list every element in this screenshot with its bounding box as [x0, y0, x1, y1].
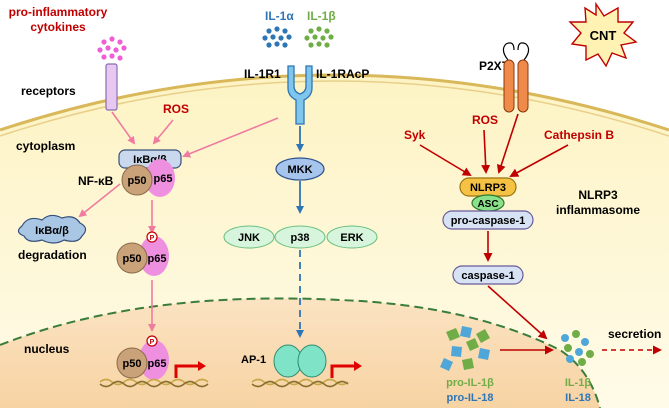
il1-receptor-icon: [287, 65, 313, 125]
ap1-subunit-b: [297, 344, 327, 378]
ap1-label: AP-1: [241, 354, 266, 366]
transcription-arrow-middle: [330, 364, 356, 378]
degraded-ikba-cloud: [17, 214, 87, 244]
mkk-label: MKK: [287, 164, 312, 176]
degradation-label: degradation: [18, 248, 87, 262]
receptors-label: receptors: [21, 84, 76, 98]
p50-protein: [121, 164, 153, 196]
transcription-arrowhead-left: [198, 361, 206, 371]
pro-caspase-label: pro-caspase-1: [451, 215, 526, 227]
p50-protein-2: [116, 242, 148, 274]
arrow-receptor-to-ikb: [111, 111, 136, 145]
asc-label: ASC: [477, 199, 498, 210]
pro-cytokine-cluster: [440, 326, 490, 371]
cytoplasm-label: cytoplasm: [16, 139, 75, 153]
phosphate-icon: [146, 231, 158, 243]
transcription-arrow-left: [174, 364, 200, 378]
il18-mature-label: IL-18: [565, 392, 591, 404]
p38-label: p38: [291, 232, 310, 244]
p65-protein: [145, 159, 175, 197]
p65-label-3: p65: [148, 358, 167, 370]
nuclear-envelope: [0, 297, 601, 408]
plasma-membrane-inner: [0, 80, 669, 137]
ros-left-label: ROS: [163, 102, 189, 116]
arrow-caspase-to-cleavage: [487, 285, 548, 340]
secretion-label: secretion: [608, 327, 661, 341]
jnk-node: [223, 225, 275, 249]
p50-label: p50: [128, 175, 147, 187]
cnt-label: CNT: [590, 28, 617, 43]
arrow-ros-to-nlrp3: [481, 129, 491, 174]
phosphate-label-2: P: [150, 339, 155, 346]
arrow-cathepsin-to-nlrp3: [509, 144, 569, 177]
cytokines-label: cytokines: [30, 20, 86, 34]
il1r1-label: IL-1R1: [244, 67, 281, 81]
caspase-label: caspase-1: [461, 270, 514, 282]
p2x7-label: P2X7: [479, 59, 509, 73]
nlrp3-inflammasome-label: NLRP3: [578, 188, 618, 202]
arrow-to-degradation: [78, 183, 121, 218]
p2x7-channel-icon: [502, 42, 530, 113]
nfkb-label: NF-κB: [78, 174, 114, 188]
caspase-node: [452, 265, 524, 285]
p38-node: [274, 225, 326, 249]
pro-inflammatory-label: pro-inflammatory: [9, 5, 108, 19]
p65-phospho-protein: [139, 236, 169, 276]
syk-label: Syk: [404, 128, 426, 142]
arrow-il1r-to-ikb: [182, 117, 279, 158]
p50-label-3: p50: [123, 358, 142, 370]
phosphate-icon-2: [146, 335, 158, 347]
nucleus-label: nucleus: [24, 342, 70, 356]
receptor-icon: [105, 63, 118, 111]
nlrp3-label: NLRP3: [470, 182, 506, 194]
arrow-syk-to-nlrp3: [419, 144, 472, 177]
il1a-label: IL-1α: [265, 9, 294, 23]
arrow-ros-to-ikb: [152, 119, 174, 145]
p50-nuclear-protein: [116, 347, 148, 379]
p50-label-2: p50: [123, 253, 142, 265]
p65-nuclear-protein: [139, 340, 169, 380]
transcription-arrowhead-middle: [354, 361, 362, 371]
erk-node: [326, 225, 378, 249]
il1a-dots: [262, 26, 292, 48]
p65-label: p65: [154, 173, 173, 185]
mkk-node: [275, 157, 325, 181]
il1b-mature-label: IL-1β: [565, 377, 592, 389]
p65-label-2: p65: [148, 253, 167, 265]
pro-il18-label: pro-IL-18: [446, 392, 493, 404]
plasma-membrane: [0, 73, 669, 132]
phosphate-label: P: [150, 235, 155, 242]
il1b-label: IL-1β: [307, 9, 336, 23]
il1b-dots: [304, 26, 334, 48]
jnk-label: JNK: [238, 232, 260, 244]
il1racp-label: IL-1RAcP: [316, 67, 369, 81]
inflammasome-label: inflammasome: [556, 203, 640, 217]
cnt-burst-icon: [568, 1, 638, 68]
dna-strand-left: [99, 378, 209, 388]
erk-label: ERK: [340, 232, 363, 244]
dna-strand-middle: [251, 378, 349, 388]
degraded-ikba-label: IκBα/β: [35, 225, 69, 237]
arrow-p2x7-to-nlrp3: [496, 113, 519, 174]
pro-caspase-node: [442, 210, 534, 230]
cathepsin-b-label: Cathepsin B: [544, 128, 614, 142]
pro-il1b-label: pro-IL-1β: [446, 377, 494, 389]
mature-cytokine-cluster: [561, 330, 594, 366]
cytokine-dots: [97, 36, 127, 61]
ros-right-label: ROS: [472, 113, 498, 127]
